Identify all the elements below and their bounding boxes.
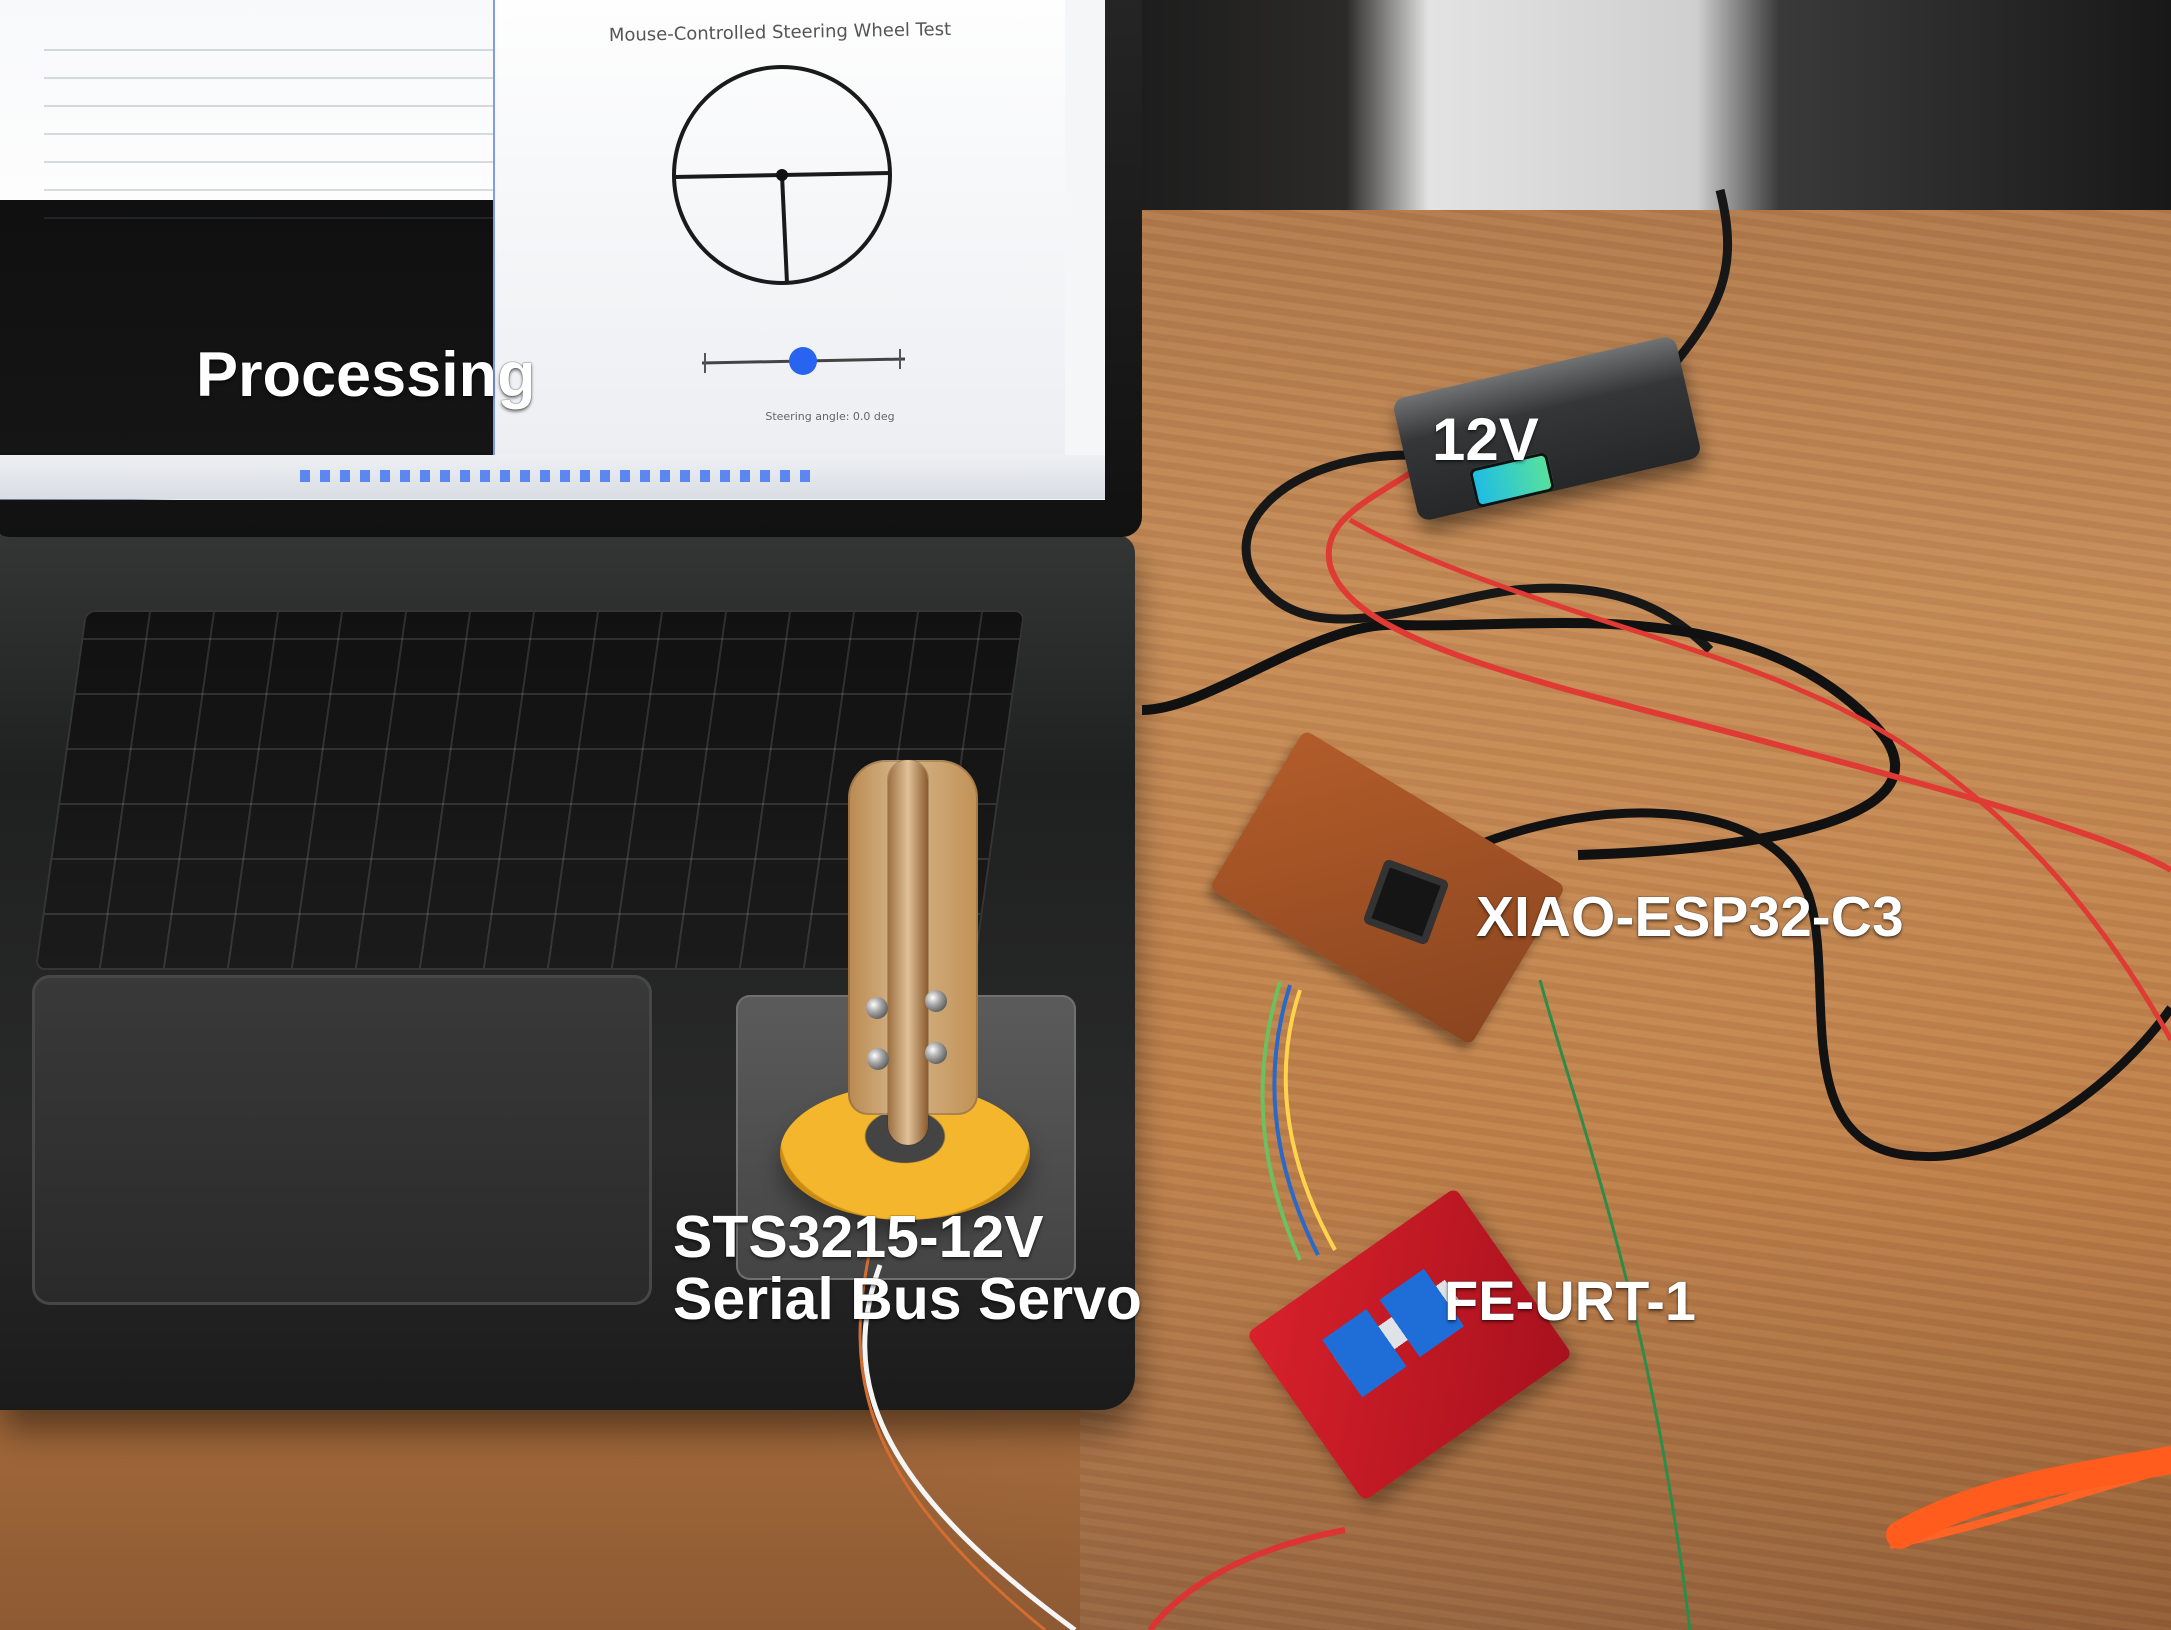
screw-icon	[925, 990, 947, 1012]
power-supply-label: 12V	[1432, 406, 1539, 473]
background-wall	[1140, 0, 2171, 210]
taskbar-icons	[300, 470, 820, 482]
steering-test-window	[495, 0, 1065, 465]
fe-urt-label: FE-URT-1	[1444, 1269, 1696, 1332]
steering-wheel-graphic	[672, 65, 892, 285]
processing-editor-window	[0, 0, 585, 455]
screw-icon	[867, 1048, 889, 1070]
steering-slider	[701, 347, 906, 375]
laptop-screen: Mouse-Controlled Steering Wheel Test Ste…	[0, 0, 1105, 500]
xiao-label: XIAO-ESP32-C3	[1476, 885, 1904, 949]
processing-label: Processing	[196, 340, 536, 410]
servo-label: STS3215-12V Serial Bus Servo	[673, 1204, 1142, 1332]
screw-icon	[866, 997, 888, 1019]
laptop-trackpad	[32, 975, 652, 1305]
screw-icon	[925, 1042, 947, 1064]
steering-readout: Steering angle: 0.0 deg	[765, 410, 895, 423]
servo-horn-arm	[888, 760, 928, 1145]
code-lines	[44, 36, 544, 226]
